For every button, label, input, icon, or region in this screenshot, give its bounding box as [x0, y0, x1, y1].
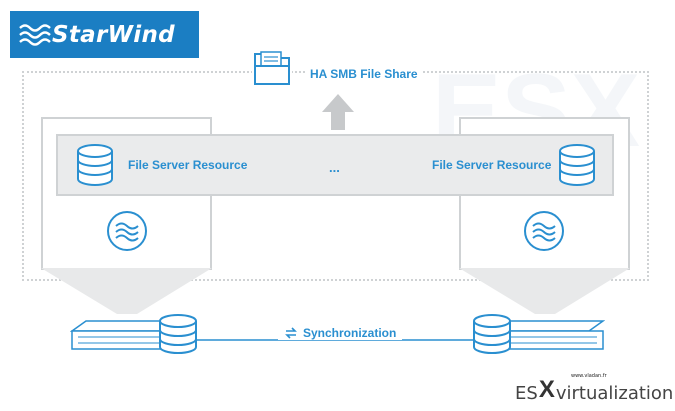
esx-logo: ES X virtualization [515, 376, 673, 404]
starwind-logo: StarWind [10, 11, 199, 58]
resource-label-right: File Server Resource [432, 158, 552, 172]
esx-es: ES [515, 383, 538, 404]
folder-icon [252, 46, 292, 90]
esx-url: www.vladan.fr [571, 373, 607, 379]
up-arrow-icon [322, 94, 354, 130]
database-icon-left [77, 144, 113, 186]
sync-label: Synchronization [303, 326, 397, 340]
storage-funnel-left [41, 268, 212, 314]
resource-ellipsis: ... [329, 160, 340, 175]
sync-label-wrap: Synchronization [278, 326, 403, 340]
esx-virtualization: virtualization [555, 383, 674, 404]
starwind-circle-icon-left [107, 211, 147, 251]
share-label: HA SMB File Share [306, 67, 422, 81]
database-icon-storage-left [159, 314, 197, 354]
starwind-circle-icon-right [524, 211, 564, 251]
logo-text: StarWind [52, 21, 175, 48]
resource-label-left: File Server Resource [128, 158, 248, 172]
starwind-waves-icon [19, 24, 51, 46]
database-icon-right [559, 144, 595, 186]
storage-funnel-right [459, 268, 630, 314]
database-icon-storage-right [473, 314, 511, 354]
file-server-resource-bar [56, 134, 614, 196]
sync-arrows-icon [285, 327, 297, 339]
esx-x: X [538, 376, 555, 403]
sync-line [195, 339, 480, 341]
